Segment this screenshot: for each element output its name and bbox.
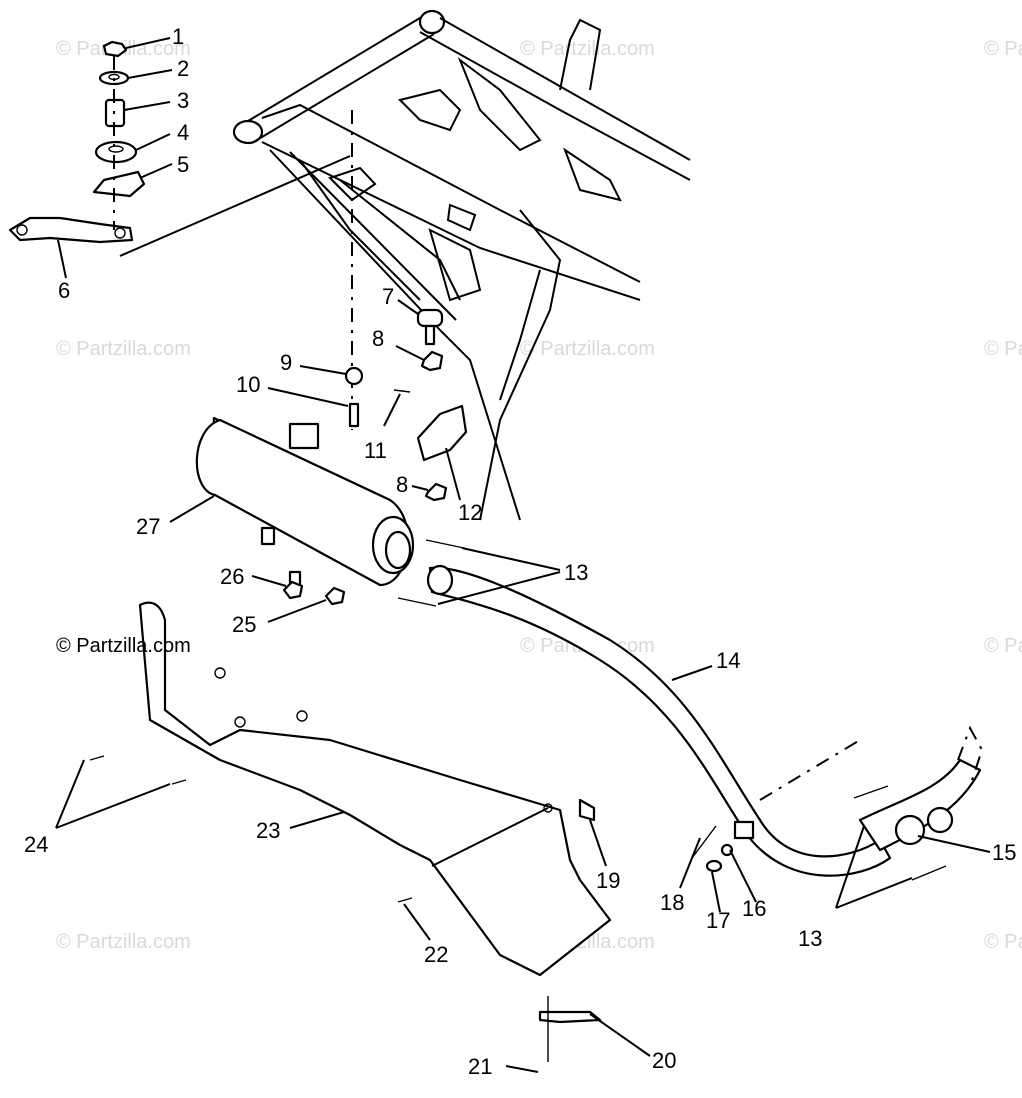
watermark: © Partzilla.com — [984, 338, 1022, 360]
callout-10: 10 — [236, 372, 260, 397]
callout-4: 4 — [177, 120, 189, 145]
callout-2: 2 — [177, 56, 189, 81]
callout-8a: 8 — [372, 326, 384, 351]
callout-19: 19 — [596, 868, 620, 893]
callout-7: 7 — [382, 284, 394, 309]
callout-18: 18 — [660, 890, 684, 915]
watermark: © Partzilla.com — [520, 38, 655, 60]
callout-20: 20 — [652, 1048, 676, 1073]
frame-illustration — [119, 9, 691, 521]
mount-stack — [8, 40, 146, 244]
callout-11: 11 — [364, 438, 387, 463]
callout-16: 16 — [742, 896, 766, 921]
heat-shield — [89, 601, 612, 1062]
callout-23: 23 — [256, 818, 280, 843]
watermark: © Partzilla.com — [984, 38, 1022, 60]
callout-24: 24 — [24, 832, 48, 857]
callout-15: 15 — [992, 840, 1016, 865]
bracket-hardware — [344, 110, 468, 502]
callout-13b: 13 — [798, 926, 822, 951]
watermark: © Partzilla.com — [56, 338, 191, 360]
watermark: © Partzilla.com — [56, 931, 191, 953]
callout-14: 14 — [716, 648, 740, 673]
callout-13a: 13 — [564, 560, 588, 585]
callout-8b: 8 — [396, 472, 408, 497]
leader-lines — [55, 37, 991, 1073]
callout-12: 12 — [458, 500, 482, 525]
callout-9: 9 — [280, 350, 292, 375]
callout-1: 1 — [172, 24, 184, 49]
watermark: © Partzilla.com — [984, 931, 1022, 953]
callout-3: 3 — [177, 88, 189, 113]
exhaust-pipe — [397, 539, 984, 881]
callout-17: 17 — [706, 908, 730, 933]
callout-27: 27 — [136, 514, 160, 539]
muffler — [195, 416, 415, 606]
callout-6: 6 — [58, 278, 70, 303]
callout-labels: 1 2 3 4 5 6 7 8 9 10 11 8 12 27 13 26 25… — [24, 24, 1016, 1079]
callout-22: 22 — [424, 942, 448, 967]
callout-21: 21 — [468, 1054, 492, 1079]
callout-25: 25 — [232, 612, 256, 637]
partzilla-credit: © Partzilla.com — [56, 635, 191, 657]
callout-26: 26 — [220, 564, 244, 589]
callout-5: 5 — [177, 152, 189, 177]
watermark: © Partzilla.com — [984, 635, 1022, 657]
watermark: © Partzilla.com — [520, 338, 655, 360]
